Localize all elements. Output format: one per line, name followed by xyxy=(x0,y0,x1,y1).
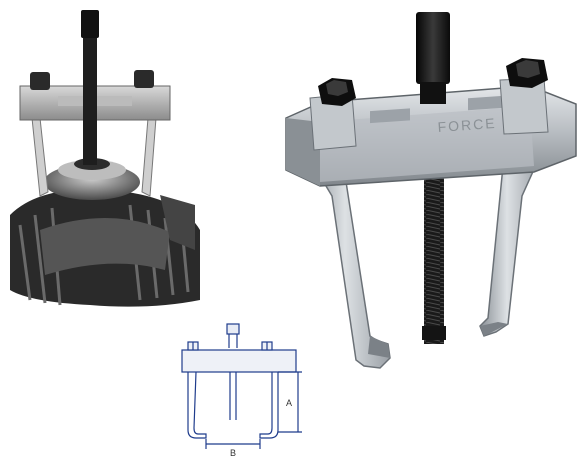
right-hex-nut xyxy=(506,58,548,88)
motor-body xyxy=(10,189,200,307)
brand-engraving: FORCE xyxy=(437,115,497,135)
dimension-diagram: A B xyxy=(181,323,302,457)
spindle xyxy=(83,20,97,165)
diagram-left-jaw xyxy=(187,371,207,439)
dimension-b-label: B xyxy=(230,448,236,457)
left-hex-nut xyxy=(318,78,356,106)
left-jaw xyxy=(306,155,391,369)
diagram-right-jaw xyxy=(259,372,279,439)
two-jaw-puller-photo: FORCE xyxy=(285,12,577,369)
diagram-crossbar xyxy=(181,349,297,373)
right-jaw xyxy=(479,155,542,337)
puller-on-motor-photo xyxy=(10,10,200,307)
spindle-hex-head xyxy=(416,12,450,84)
dimension-a-label: A xyxy=(286,398,292,408)
